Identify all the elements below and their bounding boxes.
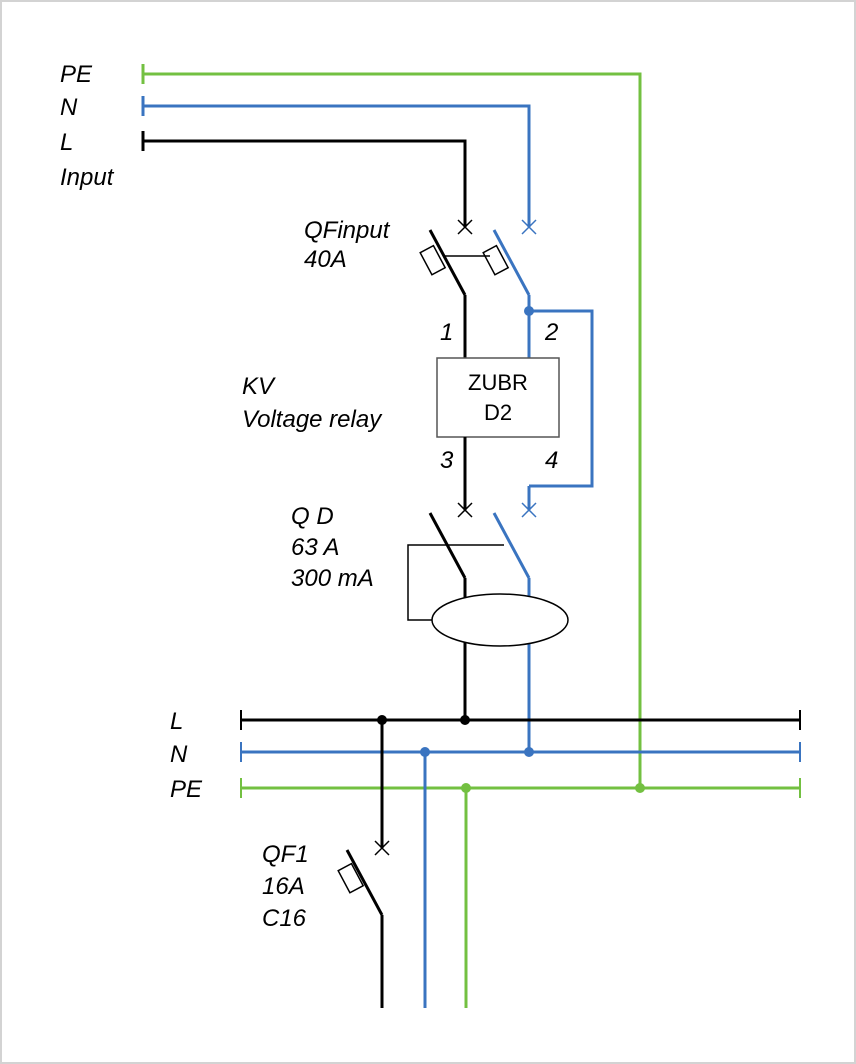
qd-current-transformer <box>431 593 569 647</box>
qf1-name-label: QF1 <box>262 841 309 868</box>
qf1-rating-label: 16A <box>262 873 305 900</box>
qd-n-contact-mark <box>521 502 537 518</box>
qfinput-n-contact-mark <box>521 219 537 235</box>
bus-n <box>240 742 801 762</box>
bus-n-label: N <box>170 741 188 768</box>
qfinput-l-switch <box>428 229 467 296</box>
qd-l-contact-mark <box>457 502 473 518</box>
qfinput-l-contact-mark <box>457 219 473 235</box>
bus-l <box>240 710 801 730</box>
bus-l-label: L <box>170 708 183 735</box>
qf1-curve-label: C16 <box>262 905 307 932</box>
kv-terminal-2: 2 <box>544 319 558 346</box>
qfinput-l-thermal-element <box>419 244 447 276</box>
kv-model-line1: ZUBR <box>468 370 528 395</box>
qfinput-n-thermal-element <box>482 244 510 276</box>
input-l-wire <box>141 131 467 227</box>
qfinput-breaker <box>419 219 537 358</box>
bus-l-junction-qd <box>460 715 470 725</box>
qfinput-rating-label: 40A <box>304 246 347 273</box>
qf1-contact-mark <box>374 840 390 856</box>
kv-model-line2: D2 <box>484 400 512 425</box>
bus-pe-label: PE <box>170 776 203 803</box>
qd-name-label: Q D <box>291 503 334 530</box>
qd-n-switch <box>492 512 531 579</box>
kv-name-label: KV <box>242 373 276 400</box>
qf1-thermal-element <box>337 862 365 894</box>
n-bypass-wire <box>529 309 594 488</box>
kv-terminal-3: 3 <box>440 447 454 474</box>
bus-pe <box>240 778 801 798</box>
qd-leak-label: 300 mA <box>291 565 374 592</box>
kv-relay-box <box>436 357 560 438</box>
qfinput-name-label: QFinput <box>304 217 391 244</box>
input-n-wire <box>141 96 531 227</box>
input-n-label: N <box>60 94 78 121</box>
bus-pe-junction-input <box>635 783 645 793</box>
qd-trip-link <box>407 544 504 621</box>
qd-rcd <box>407 502 569 752</box>
kv-terminal-4: 4 <box>545 447 558 474</box>
kv-desc-label: Voltage relay <box>242 406 383 433</box>
input-title-label: Input <box>60 164 115 191</box>
qf1-switch <box>345 849 384 916</box>
input-pe-label: PE <box>60 61 93 88</box>
qd-rating-label: 63 A <box>291 534 339 561</box>
qfinput-n-switch <box>492 229 531 296</box>
input-l-label: L <box>60 129 73 156</box>
input-pe-wire <box>141 64 642 788</box>
bus-n-junction-qd <box>524 747 534 757</box>
kv-terminal-1: 1 <box>440 319 453 346</box>
n-bypass-junction <box>524 306 534 316</box>
